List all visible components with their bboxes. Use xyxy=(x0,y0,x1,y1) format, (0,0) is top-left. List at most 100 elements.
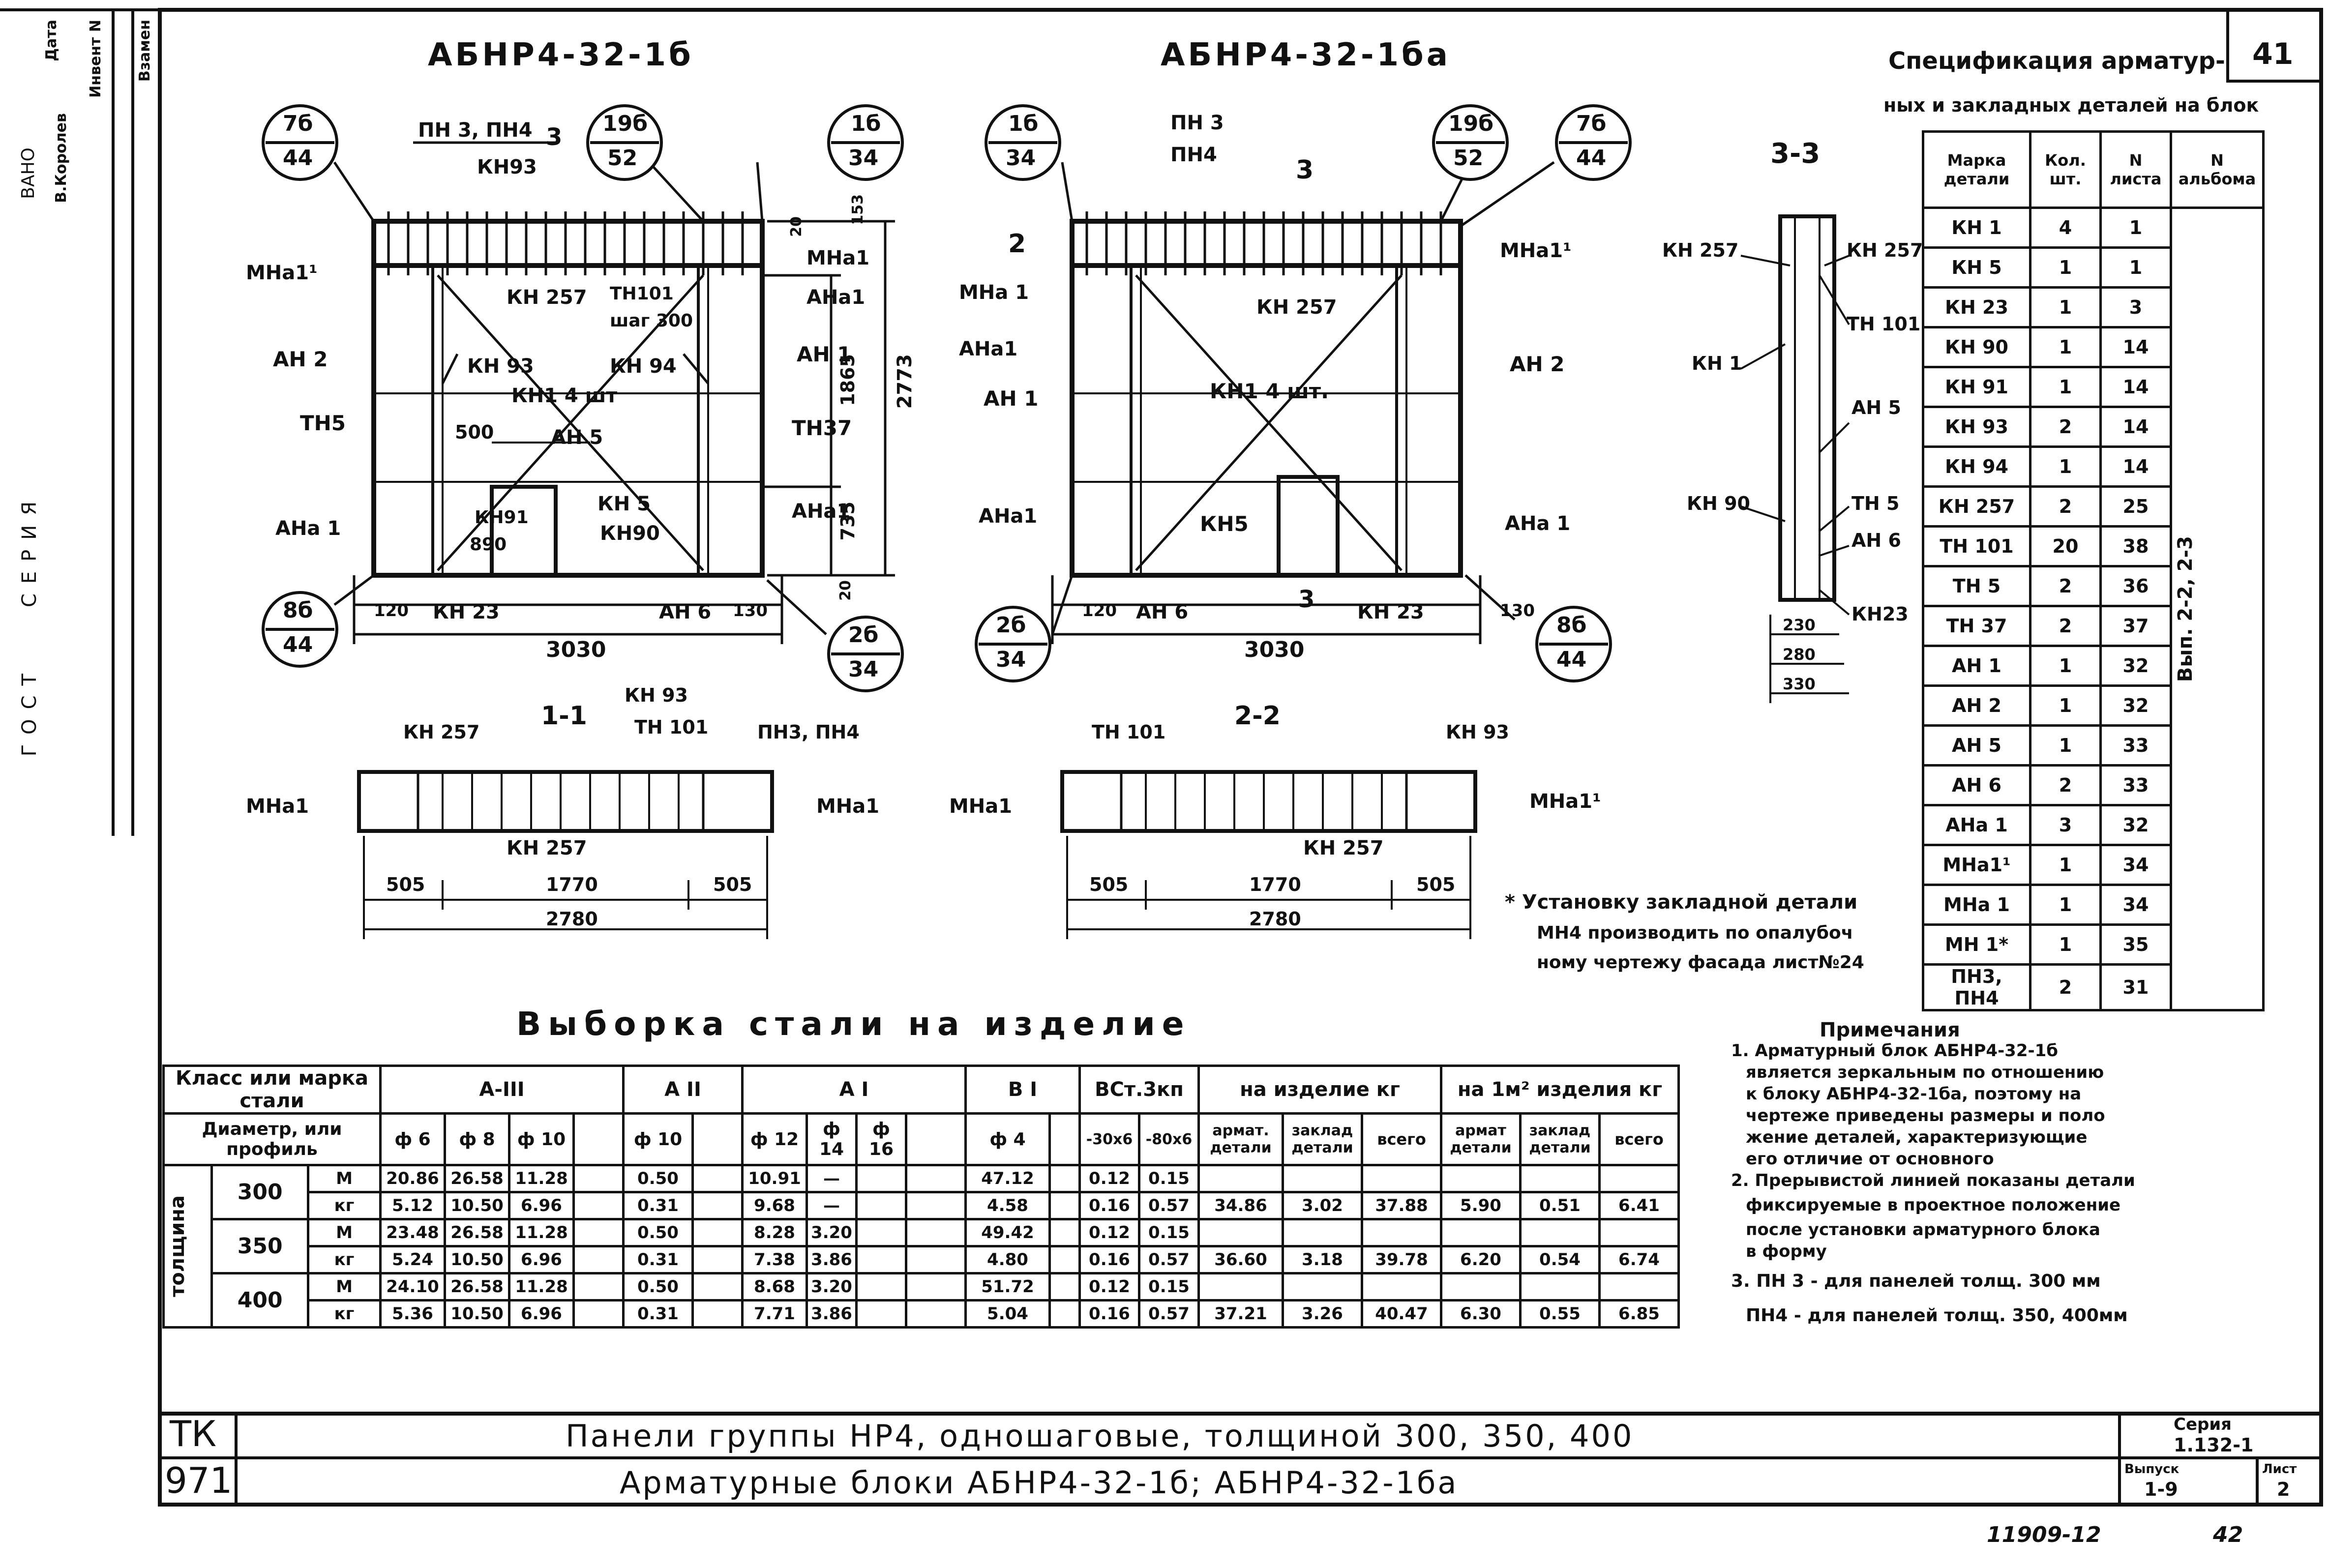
spec-sheet: 38 xyxy=(2099,525,2172,567)
callout-bottom: 34 xyxy=(848,146,879,171)
steel-group-a1: А I xyxy=(741,1065,967,1115)
steel-cell xyxy=(905,1299,967,1329)
spec-sheet: 14 xyxy=(2099,366,2172,408)
steel-cell xyxy=(1598,1164,1680,1193)
steel-cell: 0.16 xyxy=(1078,1299,1140,1329)
steel-cell xyxy=(572,1299,625,1329)
margin-vzamen: Взамен xyxy=(136,20,153,82)
steel-cell: 3.18 xyxy=(1282,1245,1363,1274)
spec-mark: АН 2 xyxy=(1922,684,2031,727)
label-dim-280: 280 xyxy=(1783,645,1816,664)
spec-sheet: 35 xyxy=(2099,923,2172,966)
steel-group-per-m2: на 1м² изделия кг xyxy=(1440,1065,1680,1115)
stamp-vypusk: 1-9 xyxy=(2144,1479,2178,1500)
steel-cell: 0.51 xyxy=(1519,1191,1601,1220)
steel-cell xyxy=(1048,1191,1081,1220)
label-dim-2780-s11: 2780 xyxy=(546,908,598,930)
spec-header-mark: Марка детали xyxy=(1922,130,2031,209)
label-dim-3030: 3030 xyxy=(546,637,606,662)
steel-cell xyxy=(1440,1218,1522,1247)
steel-cell xyxy=(1440,1164,1522,1193)
label-an5-s33: АН 5 xyxy=(1851,397,1901,418)
steel-group-a2: А II xyxy=(622,1065,744,1115)
steel-cell: 4.58 xyxy=(964,1191,1051,1220)
steel-col: -80х6 xyxy=(1138,1112,1200,1166)
note-line: чертеже приведены размеры и поло xyxy=(1746,1106,2105,1125)
margin-gost: ГОСТ xyxy=(18,664,41,757)
steel-cell xyxy=(691,1272,744,1302)
steel-cell: 39.78 xyxy=(1361,1245,1442,1274)
steel-group-b1: В I xyxy=(964,1065,1081,1115)
label-an6-right: АН 6 xyxy=(1136,601,1189,623)
label-dim-505-s11-right: 505 xyxy=(713,874,752,895)
footnote-line-2: МН4 производить по опалубоч xyxy=(1537,923,1853,943)
spec-sheet: 36 xyxy=(2099,565,2172,607)
steel-cell xyxy=(1519,1164,1601,1193)
steel-col: ф 8 xyxy=(444,1112,510,1166)
label-kn93-s22: КН 93 xyxy=(1446,721,1509,743)
label-kn90: КН90 xyxy=(600,522,660,545)
steel-col: ф 10 xyxy=(508,1112,575,1166)
steel-cell xyxy=(691,1299,744,1329)
steel-group-a3: А-III xyxy=(379,1065,625,1115)
steel-cell: 0.31 xyxy=(622,1191,694,1220)
steel-cell xyxy=(1048,1164,1081,1193)
steel-col: ф 16 xyxy=(855,1112,907,1166)
steel-thickness-value: 400 xyxy=(210,1272,309,1329)
label-an2-right: АН 2 xyxy=(1510,352,1565,376)
callout-top: 8б xyxy=(283,598,313,623)
steel-col: армат детали xyxy=(1440,1112,1522,1166)
steel-cell: 8.68 xyxy=(741,1272,808,1302)
steel-cell: 6.96 xyxy=(508,1191,575,1220)
steel-cell: 26.58 xyxy=(444,1164,510,1193)
steel-cell xyxy=(1598,1218,1680,1247)
stamp-vypusk-label: Выпуск xyxy=(2124,1462,2180,1477)
steel-cell: 3.86 xyxy=(806,1299,858,1329)
steel-cell xyxy=(1361,1218,1442,1247)
spec-qty: 1 xyxy=(2029,645,2102,687)
steel-cell: 6.74 xyxy=(1598,1245,1680,1274)
steel-cell: 10.50 xyxy=(444,1191,510,1220)
steel-cell: 7.38 xyxy=(741,1245,808,1274)
spec-qty: 1 xyxy=(2029,246,2102,289)
steel-cell: 26.58 xyxy=(444,1272,510,1302)
spec-mark: АН 5 xyxy=(1922,724,2031,767)
steel-cell xyxy=(572,1191,625,1220)
label-mna1-s22-right: МНа1¹ xyxy=(1529,790,1601,813)
label-tn101-s22: ТН 101 xyxy=(1092,721,1166,743)
steel-unit: кг xyxy=(306,1245,382,1274)
steel-cell: 26.58 xyxy=(444,1218,510,1247)
spec-qty: 1 xyxy=(2029,884,2102,926)
steel-cell xyxy=(905,1164,967,1193)
label-cut-3-right: 3 xyxy=(1296,155,1314,185)
label-ana1-right: АНа1 xyxy=(792,500,851,523)
steel-cell: 0.15 xyxy=(1138,1218,1200,1247)
steel-thickness-value: 300 xyxy=(210,1164,309,1220)
steel-cell xyxy=(905,1191,967,1220)
steel-cell: 36.60 xyxy=(1197,1245,1284,1274)
steel-col: армат. детали xyxy=(1197,1112,1284,1166)
spec-mark: ПН3, ПН4 xyxy=(1922,963,2031,1011)
label-dim-2773: 2773 xyxy=(894,354,916,409)
footnote-line-1: * Установку закладной детали xyxy=(1505,891,1858,914)
label-kn23: КН 23 xyxy=(433,601,500,623)
label-kn1-4-right: КН1 4 шт. xyxy=(1210,379,1329,403)
steel-col: ф 4 xyxy=(964,1112,1051,1166)
callout-top: 8б xyxy=(1556,613,1587,638)
spec-sheet: 14 xyxy=(2099,406,2172,448)
spec-qty: 3 xyxy=(2029,804,2102,846)
steel-cell xyxy=(855,1218,907,1247)
steel-cell xyxy=(1519,1272,1601,1302)
steel-cell: 0.57 xyxy=(1138,1299,1200,1329)
label-dim-505-s22-right: 505 xyxy=(1416,874,1456,895)
steel-cell xyxy=(1197,1164,1284,1193)
steel-col: ф 14 xyxy=(806,1112,858,1166)
spec-album-cell: Вып. 2-2, 2-3 xyxy=(2170,207,2265,1011)
